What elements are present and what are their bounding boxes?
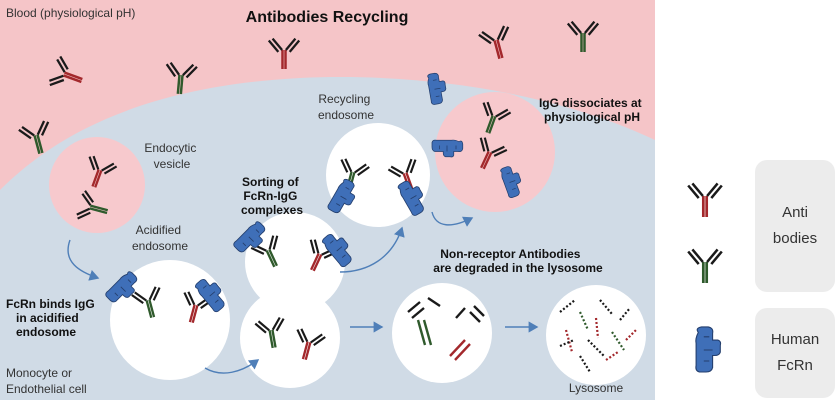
antibody-green-icon bbox=[18, 120, 50, 155]
fcrn-receptor-icon bbox=[327, 178, 356, 214]
antibody-fragment bbox=[578, 311, 590, 331]
arrow-endocytosis bbox=[67, 239, 100, 281]
antibody-red-icon bbox=[267, 37, 301, 70]
antibody-fragment bbox=[619, 307, 631, 321]
antibody-fragment bbox=[605, 351, 619, 361]
antibody-fragment bbox=[427, 297, 441, 307]
antibody-red-icon bbox=[478, 25, 510, 60]
sorting-endosome-upper bbox=[245, 212, 345, 312]
antibody-red-icon bbox=[49, 55, 83, 87]
legend-antibodies-line2: bodies bbox=[772, 230, 818, 247]
lysosome bbox=[546, 285, 646, 385]
antibody-fragment bbox=[579, 355, 591, 373]
lysosome-label: Lysosome bbox=[569, 381, 624, 395]
blood-label: Blood (physiological pH) bbox=[6, 6, 135, 20]
arrow-to-sorting bbox=[204, 359, 260, 374]
sorting-label: Sorting of FcRn-IgG complexes bbox=[241, 175, 303, 217]
recycling-label: Recycling endosome bbox=[318, 92, 374, 122]
antibody-fragment bbox=[422, 319, 433, 346]
antibody-red-icon bbox=[88, 155, 118, 188]
antibody-green-icon bbox=[131, 286, 161, 319]
cell-label: Monocyte or Endothelial cell bbox=[6, 366, 87, 396]
antibody-fragment bbox=[416, 319, 427, 346]
antibody-green-icon bbox=[482, 101, 512, 134]
diagram-title: Antibodies Recycling bbox=[246, 9, 409, 26]
legend-fcrn-line1: Human bbox=[770, 331, 820, 348]
antibody-green-icon bbox=[165, 61, 198, 95]
legend-fcrn-line2: FcRn bbox=[777, 357, 813, 374]
antibody-fragment bbox=[469, 311, 481, 323]
antibody-red-legend-icon bbox=[687, 182, 723, 217]
fcrn-legend-icon bbox=[695, 326, 722, 373]
antibody-green-icon bbox=[76, 190, 109, 220]
antibody-red-icon bbox=[479, 137, 508, 170]
antibody-fragment bbox=[411, 307, 425, 319]
acidified-label: Acidified endosome bbox=[132, 223, 188, 253]
fcrn-receptor-icon bbox=[427, 72, 447, 105]
antibody-recycling-diagram: Antibodies Recycling Blood (physiologica… bbox=[0, 0, 655, 400]
arrow-to-recycling bbox=[339, 226, 405, 273]
antibody-fragment bbox=[454, 343, 471, 361]
antibody-fragment bbox=[455, 307, 466, 319]
fcrn-receptor-icon bbox=[233, 221, 266, 253]
fcrn-receptor-icon bbox=[195, 279, 225, 313]
fcrn-receptor-icon bbox=[322, 234, 352, 268]
antibody-red-icon bbox=[183, 291, 213, 324]
fcrn-receptor-icon bbox=[397, 180, 424, 216]
degradation-vesicle bbox=[392, 283, 492, 383]
fcrn-receptor-icon bbox=[500, 166, 522, 199]
fcrn-receptor-icon bbox=[695, 326, 722, 373]
arrow-to-release bbox=[431, 211, 474, 227]
fcrn-legend-panel: Human FcRn bbox=[755, 308, 835, 398]
fcrn-receptor-icon bbox=[105, 271, 138, 303]
endocytic-label: Endocytic vesicle bbox=[144, 141, 199, 171]
antibody-green-icon bbox=[254, 316, 285, 349]
antibody-fragment bbox=[559, 299, 576, 313]
antibody-fragment bbox=[449, 339, 466, 357]
antibody-fragment bbox=[599, 299, 613, 315]
nonreceptor-label: Non-receptor Antibodies are degraded in … bbox=[433, 247, 603, 275]
legend-antibodies-line1: Anti bbox=[782, 204, 808, 221]
antibody-fragment bbox=[594, 317, 600, 339]
dissociate-label: IgG dissociates at physiological pH bbox=[539, 96, 645, 124]
antibody-red-icon bbox=[687, 182, 723, 217]
antibody-green-icon bbox=[687, 248, 723, 283]
antibody-red-icon bbox=[296, 328, 326, 361]
antibody-fragment bbox=[559, 338, 575, 348]
antibody-green-icon bbox=[566, 20, 600, 53]
fcrn-binds-label: FcRn binds IgG in acidified endosome bbox=[6, 297, 98, 339]
antibody-green-legend-icon bbox=[687, 248, 723, 283]
fcrn-receptor-icon bbox=[431, 139, 464, 158]
antibodies-legend-panel: Anti bodies bbox=[755, 160, 835, 292]
sorting-endosome-lower bbox=[240, 288, 340, 388]
antibody-fragment bbox=[473, 305, 485, 317]
antibody-fragment bbox=[407, 301, 421, 313]
